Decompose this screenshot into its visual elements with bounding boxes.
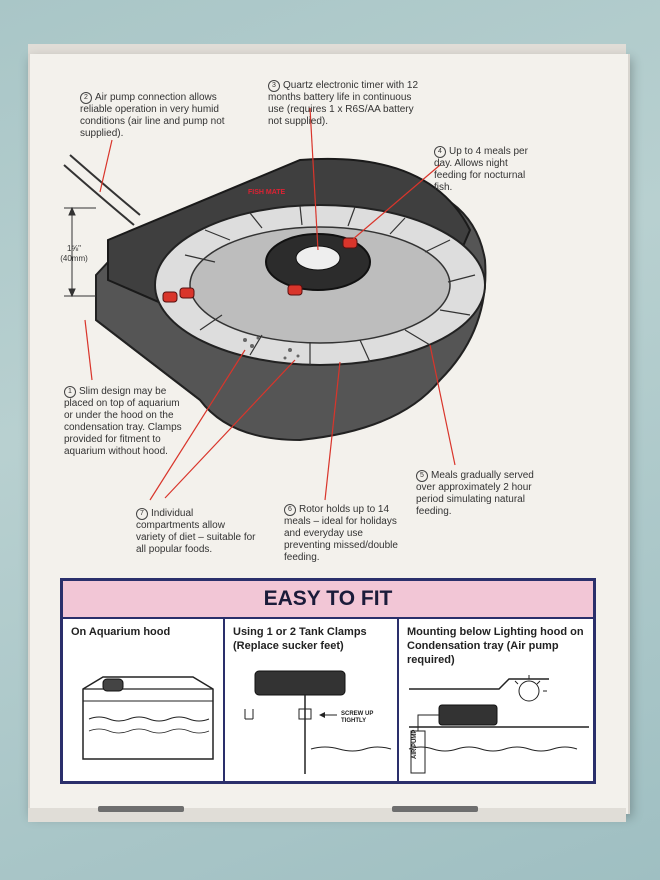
note-6-text: Rotor holds up to 14 meals – ideal for h… xyxy=(284,504,398,563)
note-number-3: 3 xyxy=(268,80,280,92)
fit-option-tray-label: Mounting below Lighting hood on Condensa… xyxy=(407,626,584,666)
sun-icon xyxy=(518,680,540,702)
condensation-tray-drawing xyxy=(408,675,589,774)
fit-option-condensation-tray: Mounting below Lighting hood on Condensa… xyxy=(399,619,593,781)
fit-option-hood: On Aquarium hood xyxy=(63,619,225,781)
note-number-2: 2 xyxy=(80,92,92,104)
fit-option-hood-label: On Aquarium hood xyxy=(71,626,171,638)
fit-option-clamps-label: Using 1 or 2 Tank Clamps (Replace sucker… xyxy=(233,626,367,652)
fit-option-clamps: Using 1 or 2 Tank Clamps (Replace sucker… xyxy=(225,619,399,781)
note-3-text: Quartz electronic timer with 12 months b… xyxy=(268,80,419,127)
screw-up-tightly-label: SCREW UP TIGHTLY xyxy=(341,711,374,724)
tank-clamp-drawing xyxy=(244,670,392,774)
air-pump-label: AIR PUMP xyxy=(412,729,418,759)
note-number-1: 1 xyxy=(64,386,76,398)
note-7-text: Individual compartments allow variety of… xyxy=(136,508,256,555)
note-2-text: Air pump connection allows reliable oper… xyxy=(80,92,225,139)
bottom-left-notch xyxy=(98,806,184,812)
note-number-4: 4 xyxy=(434,146,446,158)
bottom-right-notch xyxy=(392,806,478,812)
easy-to-fit-title: EASY TO FIT xyxy=(63,581,593,619)
note-number-6: 6 xyxy=(284,504,296,516)
note-5-text: Meals gradually served over approximatel… xyxy=(416,470,534,517)
note-number-7: 7 xyxy=(136,508,148,520)
note-4-text: Up to 4 meals per day. Allows night feed… xyxy=(434,146,528,193)
note-number-5: 5 xyxy=(416,470,428,482)
height-dimension: 1⅝" (40mm) xyxy=(52,244,96,264)
dimension-imperial: 1⅝" xyxy=(67,244,81,253)
aquarium-hood-drawing xyxy=(82,676,214,760)
note-1-text: Slim design may be placed on top of aqua… xyxy=(64,386,182,457)
easy-to-fit-panel: EASY TO FIT On Aquarium hood Using 1 or … xyxy=(60,578,596,784)
brand-logo: FISH MATE xyxy=(248,189,286,196)
dimension-metric: (40mm) xyxy=(60,254,88,263)
